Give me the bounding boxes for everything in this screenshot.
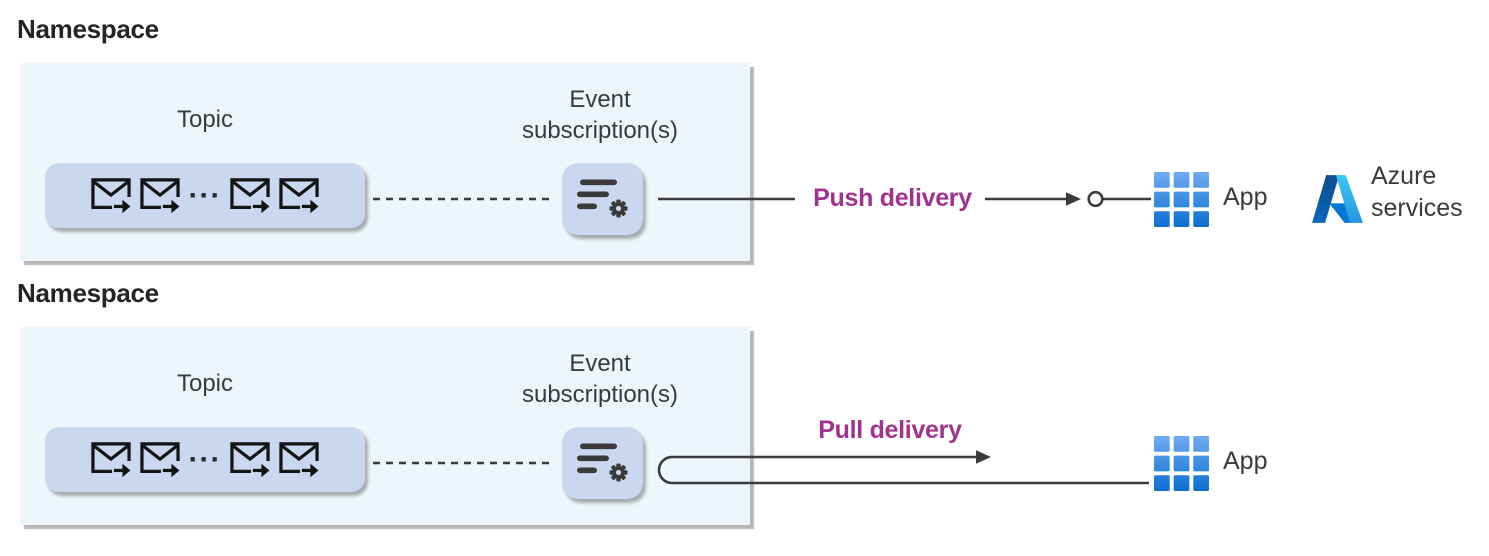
azure-logo-icon	[1312, 175, 1363, 223]
envelope-arrow-icon	[230, 441, 271, 477]
envelope-arrow-icon	[230, 177, 271, 213]
push-delivery-label: Push delivery	[813, 184, 972, 212]
topic-label: Topic	[176, 370, 234, 397]
envelope-arrow-icon	[279, 177, 320, 213]
app-grid-icon	[1154, 436, 1209, 491]
envelope-arrow-icon	[139, 441, 180, 477]
ellipsis-icon: ···	[188, 442, 222, 476]
envelope-arrow-icon	[90, 441, 131, 477]
envelope-arrow-icon	[279, 441, 320, 477]
topic-label: Topic	[176, 106, 234, 133]
namespace-label: Namespace	[17, 14, 159, 44]
topic-node: ···	[45, 427, 365, 492]
envelope-arrow-icon	[139, 177, 180, 213]
app-label: App	[1223, 447, 1268, 475]
event-subscription-node	[562, 163, 643, 235]
app-label: App	[1223, 183, 1268, 211]
azure-services-label: Azure services	[1371, 162, 1463, 222]
pull-delivery-diagram: Namespace Topic ···	[0, 264, 1489, 534]
app-grid-icon	[1154, 172, 1209, 227]
ellipsis-icon: ···	[188, 178, 222, 212]
pull-delivery-label: Pull delivery	[818, 416, 962, 444]
topic-node: ···	[45, 163, 365, 228]
push-delivery-diagram: Namespace Topic ···	[0, 0, 1489, 270]
event-subscription-node	[562, 427, 643, 499]
filter-settings-icon	[577, 443, 628, 482]
event-subscription-label: Event subscription(s)	[521, 350, 679, 408]
event-subscription-label: Event subscription(s)	[521, 86, 679, 144]
envelope-arrow-icon	[90, 177, 131, 213]
filter-settings-icon	[577, 179, 628, 218]
namespace-label: Namespace	[17, 278, 159, 308]
